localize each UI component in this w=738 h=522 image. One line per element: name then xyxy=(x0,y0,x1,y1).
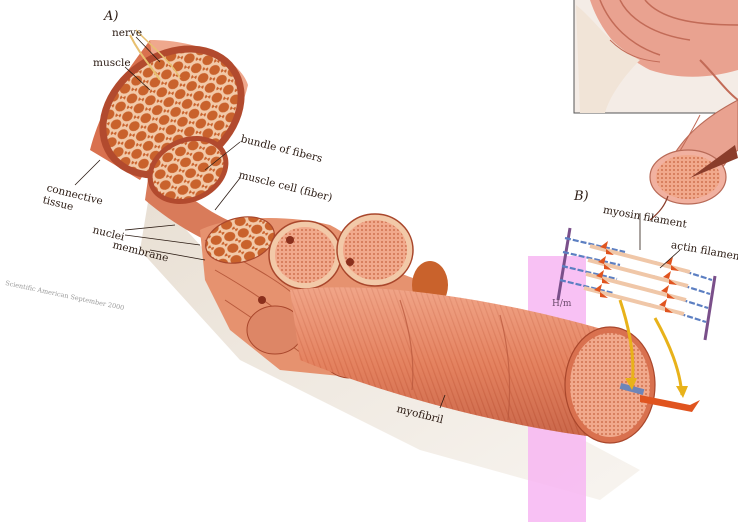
panel-a-label: A) xyxy=(104,10,118,23)
panel-b-label: B) xyxy=(574,190,589,203)
label-band: H/m xyxy=(552,300,571,309)
whole-muscle-tail xyxy=(650,100,738,220)
label-nerve: nerve xyxy=(112,28,142,39)
label-muscle: muscle xyxy=(93,58,131,69)
inset-arm-muscle xyxy=(574,0,738,113)
